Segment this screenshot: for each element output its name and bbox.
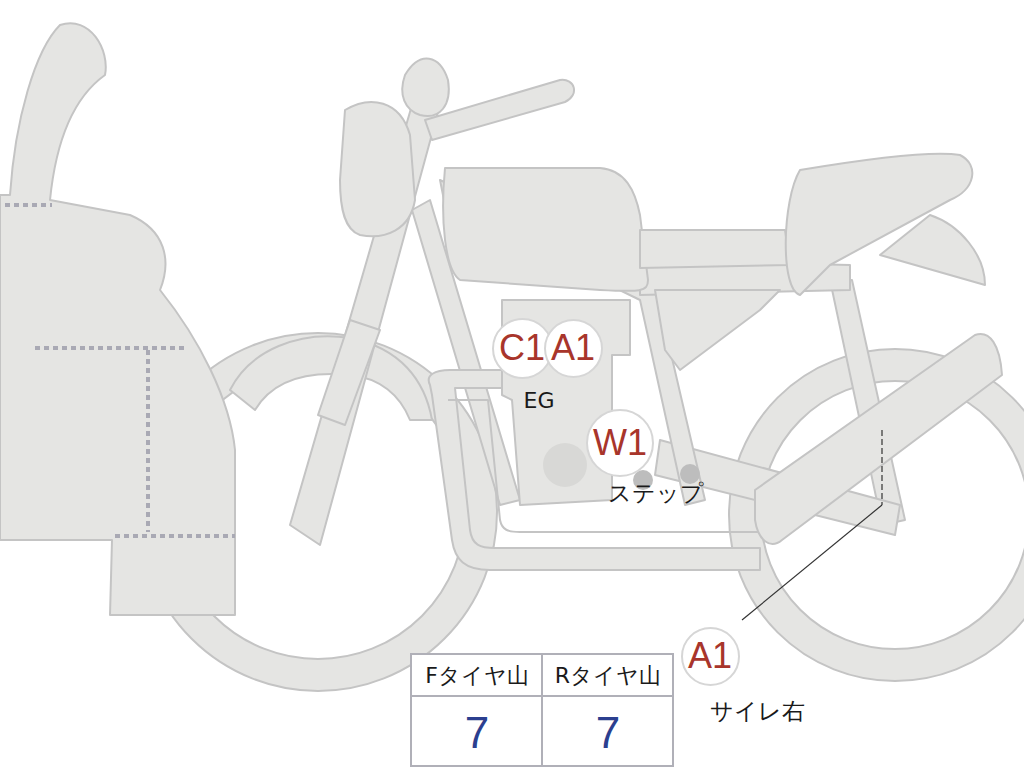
callout-number: C1 (499, 330, 545, 366)
fuel-tank (443, 168, 648, 291)
table-value: 7 (596, 711, 620, 755)
callout-circle: A1 (681, 627, 740, 686)
table-grid (411, 654, 673, 766)
fairing-seam (35, 346, 188, 350)
leader-line (742, 505, 882, 620)
mirror (402, 59, 448, 116)
callout-circle: A1 (544, 319, 603, 378)
seat-front (640, 230, 790, 268)
engine-cover (543, 443, 587, 487)
fairing-seam (5, 203, 52, 207)
callout-circle: W1 (586, 409, 654, 477)
part-label: ステップ (608, 482, 704, 505)
callout-number: W1 (593, 425, 647, 461)
part-label: EG (524, 390, 555, 412)
tail-cowl (880, 215, 985, 285)
fairing-seam (146, 350, 150, 532)
callout-number: A1 (551, 330, 595, 366)
tread-table (411, 654, 673, 766)
table-header: Fタイヤ山 (425, 665, 529, 687)
fairing-seam (115, 534, 235, 538)
exhaust-pipe-inner (448, 400, 760, 532)
table-value: 7 (465, 711, 489, 755)
headlight (340, 102, 415, 236)
callout-number: A1 (688, 638, 732, 674)
part-label: サイレ右 (710, 700, 805, 723)
muffler (755, 334, 1002, 544)
front-fairing (0, 23, 235, 615)
table-header: Rタイヤ山 (555, 665, 661, 687)
leader-line (881, 430, 882, 505)
fork-boot (318, 320, 380, 425)
side-cover (655, 290, 780, 370)
